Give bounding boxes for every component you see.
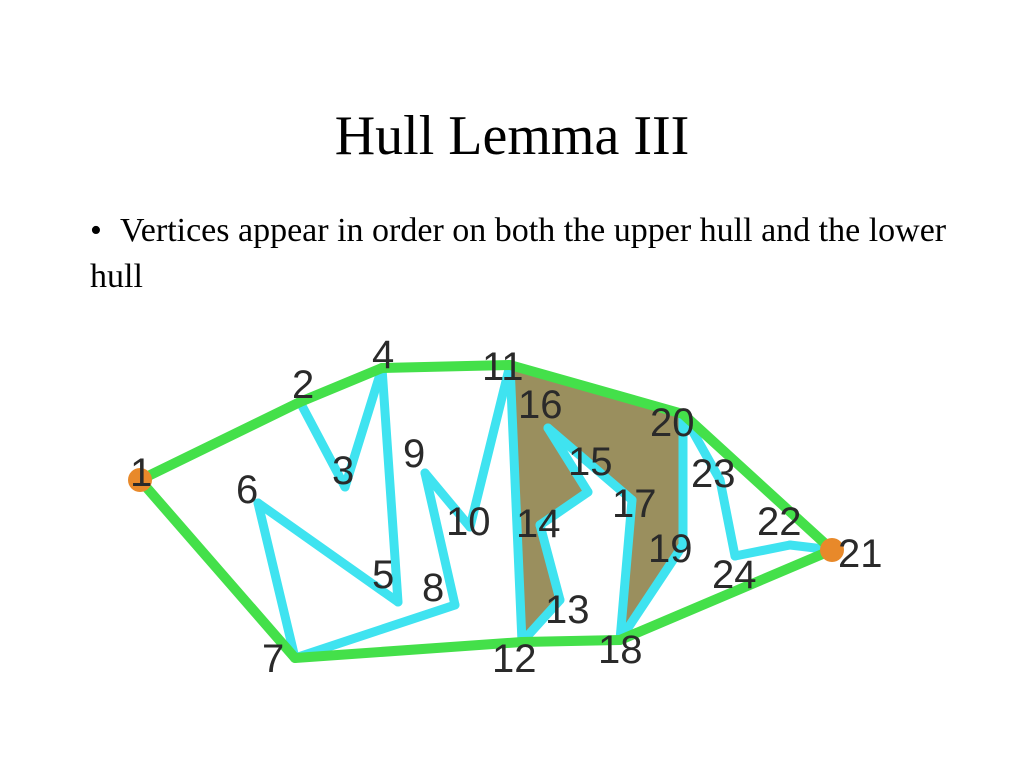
polygon-edge-5-6 bbox=[253, 498, 403, 607]
vertex-label-6: 6 bbox=[236, 468, 258, 512]
vertex-label-22: 22 bbox=[757, 500, 802, 544]
polygon-edge-4-5 bbox=[377, 363, 403, 607]
lower-hull-edge-1-7 bbox=[135, 475, 300, 663]
vertex-label-14: 14 bbox=[516, 502, 561, 546]
lower-hull-edge-7-12 bbox=[290, 637, 527, 663]
vertex-label-20: 20 bbox=[650, 401, 695, 445]
polygon-edge-24-22 bbox=[730, 540, 795, 561]
vertex-label-19: 19 bbox=[648, 527, 693, 571]
vertex-label-3: 3 bbox=[332, 449, 354, 493]
vertex-label-11: 11 bbox=[482, 345, 524, 389]
polygon-edge-10-11 bbox=[465, 360, 515, 532]
polygon-edge-11-12 bbox=[505, 360, 527, 647]
polygon-edge-23-24 bbox=[715, 475, 740, 561]
vertex-label-21: 21 bbox=[838, 532, 883, 576]
polygon-edge-13-14 bbox=[535, 520, 565, 605]
upper-hull-edge-1-2 bbox=[135, 397, 305, 485]
vertex-label-16: 16 bbox=[518, 383, 563, 427]
vertex-label-24: 24 bbox=[712, 553, 757, 597]
upper-hull-edge-20-21 bbox=[678, 409, 837, 555]
vertex-label-8: 8 bbox=[422, 566, 444, 610]
vertex-label-18: 18 bbox=[598, 628, 643, 672]
lower-hull-edge-12-18 bbox=[517, 635, 625, 647]
polygon-edge-8-9 bbox=[420, 468, 460, 610]
endpoint-layer bbox=[128, 468, 844, 562]
endpoint-vertex-21 bbox=[820, 538, 844, 562]
polygon-edge-18-19 bbox=[615, 540, 688, 645]
polygon-edge-2-3 bbox=[295, 397, 350, 492]
vertex-label-4: 4 bbox=[372, 333, 394, 377]
endpoint-vertex-1 bbox=[128, 468, 152, 492]
vertex-label-2: 2 bbox=[292, 363, 314, 407]
shaded-region-layer bbox=[510, 365, 683, 642]
polygon-edge-7-8 bbox=[290, 600, 460, 663]
upper-hull-edge-11-20 bbox=[505, 360, 688, 419]
vertex-label-17: 17 bbox=[612, 482, 657, 526]
vertex-label-1: 1 bbox=[130, 451, 152, 495]
vertex-label-10: 10 bbox=[446, 500, 491, 544]
vertex-label-23: 23 bbox=[691, 452, 736, 496]
polygon-edge-3-4 bbox=[340, 363, 387, 492]
polygon-edge-6-7 bbox=[253, 498, 300, 663]
vertex-label-13: 13 bbox=[545, 588, 590, 632]
lower-hull-edge-18-21 bbox=[615, 545, 837, 645]
slide-title: Hull Lemma III bbox=[334, 105, 690, 167]
bullet-marker: • bbox=[90, 212, 102, 249]
vertex-label-7: 7 bbox=[262, 637, 284, 681]
vertex-label-12: 12 bbox=[492, 637, 537, 681]
upper-hull-edge-2-4 bbox=[295, 363, 387, 407]
vertex-label-5: 5 bbox=[372, 553, 394, 597]
bullet-item: •Vertices appear in order on both the up… bbox=[90, 208, 970, 300]
polygon-edge-12-13 bbox=[517, 595, 565, 647]
hull-edges-layer bbox=[135, 360, 837, 663]
vertex-label-9: 9 bbox=[403, 432, 425, 476]
polygon-edge-17-18 bbox=[615, 495, 637, 645]
upper-hull-edge-4-11 bbox=[377, 360, 515, 373]
bullet-text: Vertices appear in order on both the upp… bbox=[90, 212, 947, 295]
polygon-edge-16-17 bbox=[543, 423, 637, 505]
shaded-region bbox=[510, 365, 683, 642]
polygon-edge-9-10 bbox=[420, 468, 475, 532]
vertex-label-15: 15 bbox=[568, 440, 613, 484]
polygon-edge-14-15 bbox=[535, 487, 593, 530]
